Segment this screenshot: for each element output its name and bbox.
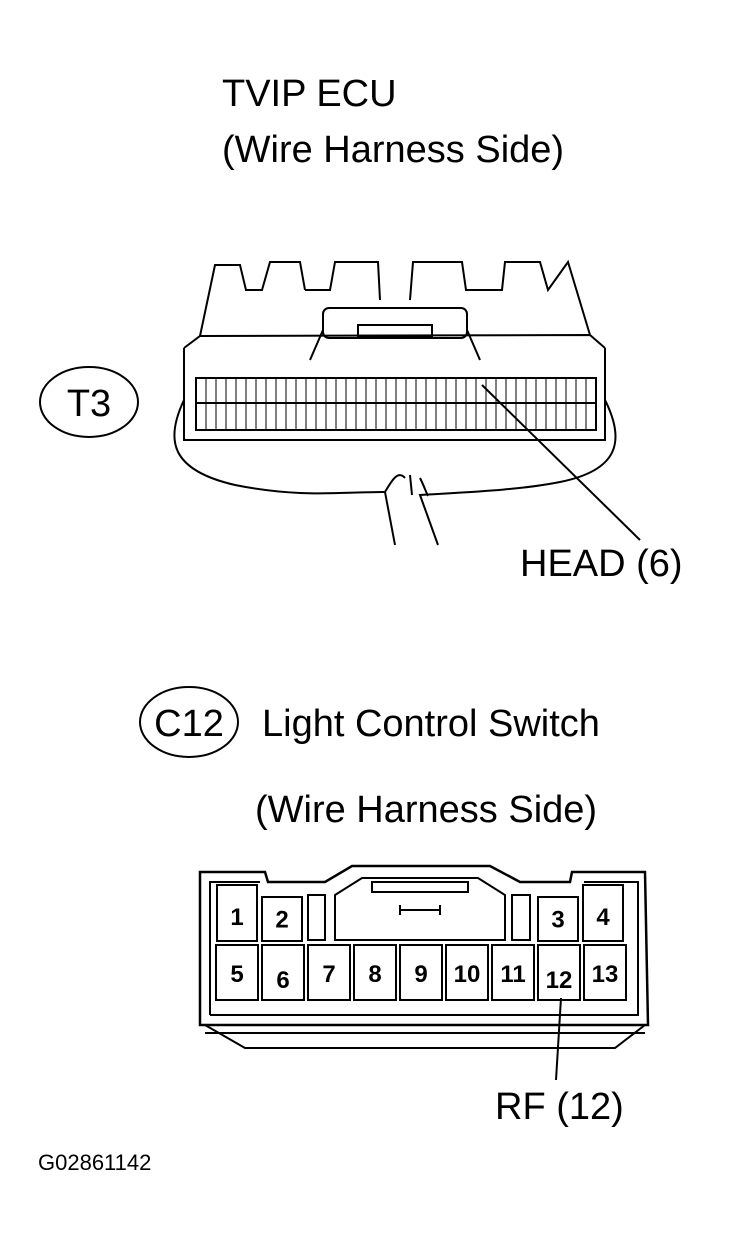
pin-label-3: 3 [551,906,564,933]
ecu-title: TVIP ECU [222,73,397,115]
pin-label-8: 8 [368,961,381,988]
pin-label-9: 9 [414,961,427,988]
pin-cell-10 [445,944,489,1001]
connector-id-badge-c12: C12 [139,686,239,758]
figure-code: G02861142 [38,1150,151,1175]
pin-label-6: 6 [276,967,289,994]
pin-label-5: 5 [230,961,243,988]
pin-label-7: 7 [322,961,335,988]
pin-label-12: 12 [546,967,573,994]
pin-cell-13 [583,944,627,1001]
terminal-grid [205,378,587,430]
pin-label-2: 2 [275,906,288,933]
pin-cell-8 [353,944,397,1001]
connector-id-c12: C12 [154,703,224,745]
pin-cell-5 [215,944,259,1001]
pin-label-11: 11 [500,961,525,988]
pin-label-1: 1 [230,904,243,931]
pin-cell-11 [491,944,535,1001]
switch-callout-rf: RF (12) [495,1086,624,1128]
connector-id-badge-t3: T3 [39,366,139,438]
pin-cell-7 [307,944,351,1001]
pin-cell-9 [399,944,443,1001]
pin-cell-6 [261,944,305,1001]
ecu-connector-drawing [173,259,641,546]
pin-label-10: 10 [454,961,481,988]
connector-id-t3: T3 [67,383,111,425]
switch-title: Light Control Switch [262,703,600,745]
switch-subtitle: (Wire Harness Side) [255,789,597,831]
pin-cell-3 [537,896,579,942]
pin-label-13: 13 [592,961,619,988]
ecu-subtitle: (Wire Harness Side) [222,129,564,171]
pin-cell-2 [261,896,303,942]
ecu-callout-head: HEAD (6) [520,543,683,585]
pin-label-4: 4 [596,904,610,931]
pin-cell-1 [216,884,258,942]
pin-cell-12 [537,944,581,1001]
pin-cell-4 [582,884,624,942]
